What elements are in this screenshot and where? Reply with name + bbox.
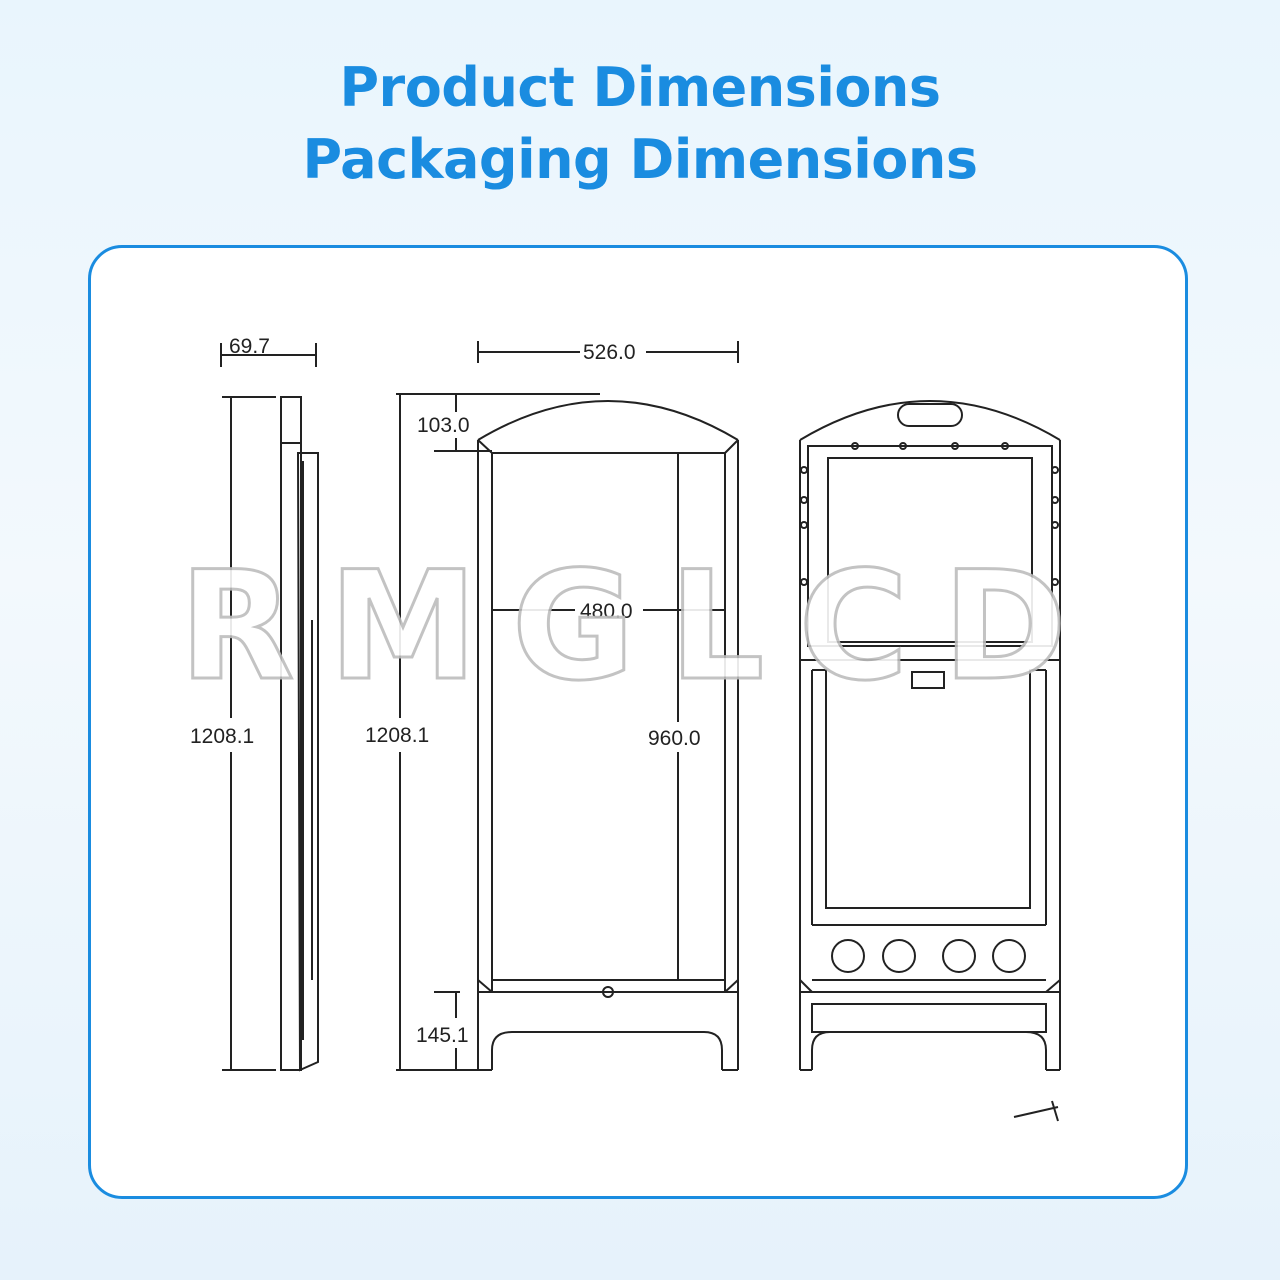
side-view	[220, 343, 319, 1072]
label-front-height: 1208.1	[365, 724, 429, 747]
label-base-height: 145.1	[416, 1024, 469, 1047]
label-screen-width: 480.0	[580, 600, 633, 623]
label-top-arch: 103.0	[417, 414, 470, 437]
watermark-logo: RMGLCD	[179, 540, 1101, 714]
title-block: Product Dimensions Packaging Dimensions	[0, 52, 1280, 196]
label-screen-height: 960.0	[648, 727, 701, 750]
title-packaging-dimensions: Packaging Dimensions	[302, 128, 979, 191]
label-side-height: 1208.1	[190, 725, 254, 748]
title-product-dimensions: Product Dimensions	[339, 56, 941, 119]
back-view	[799, 400, 1061, 1071]
label-side-depth: 69.7	[229, 335, 270, 358]
label-front-width: 526.0	[583, 341, 636, 364]
front-view	[396, 341, 739, 1071]
corner-mark	[1013, 1100, 1059, 1122]
